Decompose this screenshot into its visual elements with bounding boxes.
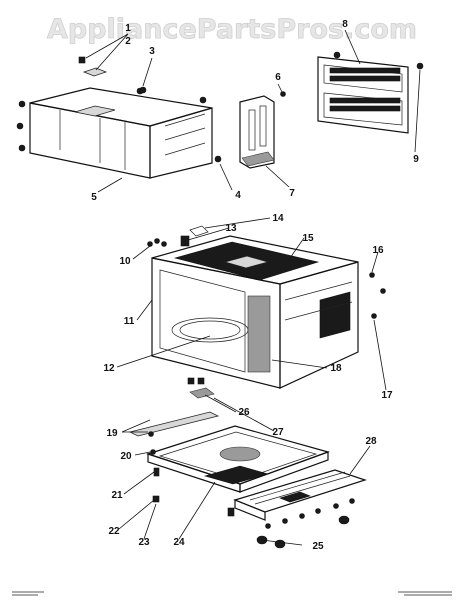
callout-2: 2 — [125, 36, 131, 47]
callout-4: 4 — [235, 190, 241, 201]
watermark: AppliancePartsPros.com — [47, 14, 417, 45]
panel-keypad — [329, 67, 401, 112]
callout-6: 6 — [275, 72, 281, 83]
outer-cabinet-part — [16, 87, 222, 179]
leader-lines — [85, 29, 421, 546]
callout-18: 18 — [330, 363, 342, 374]
callout-3: 3 — [149, 46, 155, 57]
base-plate-part — [128, 411, 330, 517]
bracket-part-2 — [78, 56, 108, 77]
callout-14: 14 — [272, 213, 284, 224]
screw-part-3 — [139, 86, 147, 94]
callout-20: 20 — [120, 451, 132, 462]
callout-27: 27 — [272, 427, 284, 438]
guide-bracket-part — [239, 91, 286, 169]
callout-23: 23 — [138, 537, 150, 548]
switch-part-13 — [180, 235, 190, 247]
vent-grille-part — [233, 469, 367, 529]
callout-25: 25 — [312, 541, 324, 552]
callout-11: 11 — [124, 316, 135, 327]
control-panel-part — [317, 51, 424, 134]
callout-12: 12 — [103, 363, 115, 374]
callout-24: 24 — [173, 537, 185, 548]
callout-19: 19 — [106, 428, 118, 439]
callout-5: 5 — [91, 192, 97, 203]
oven-cavity-part — [151, 235, 386, 389]
footer-marks — [12, 591, 452, 596]
callout-7: 7 — [289, 188, 295, 199]
callout-17: 17 — [381, 390, 393, 401]
bracket-part-14 — [189, 225, 209, 237]
callout-1: 1 — [125, 23, 131, 34]
callout-28: 28 — [365, 436, 377, 447]
callout-16: 16 — [372, 245, 384, 256]
callout-8: 8 — [342, 19, 348, 30]
callout-labels: 1 3 4 5 6 7 8 9 10 11 12 13 14 15 16 17 … — [91, 19, 419, 552]
callout-10: 10 — [119, 256, 131, 267]
callout-26: 26 — [238, 407, 250, 418]
callout-21: 21 — [111, 490, 123, 501]
bracket-part-26 — [187, 377, 215, 399]
callout-13: 13 — [225, 223, 237, 234]
callout-15: 15 — [302, 233, 314, 244]
hardware-part-10 — [147, 238, 167, 247]
feet-part-25 — [256, 515, 350, 549]
callout-22: 22 — [108, 526, 120, 537]
callout-9: 9 — [413, 154, 419, 165]
